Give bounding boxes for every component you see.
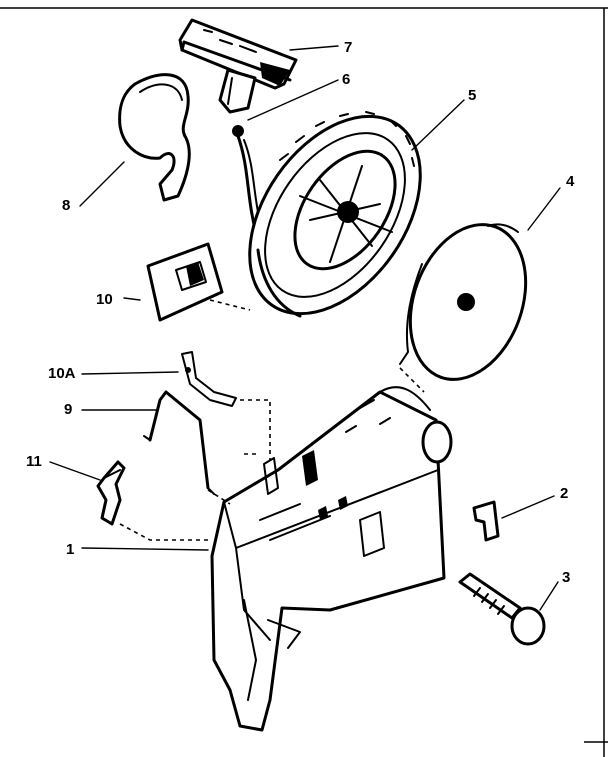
label-part-9: 9 bbox=[64, 401, 72, 418]
part-1-housing bbox=[210, 386, 453, 732]
part-4-recoil-spring bbox=[399, 223, 528, 381]
part-11-clamp bbox=[96, 460, 126, 526]
label-part-1: 1 bbox=[66, 541, 74, 558]
part-9-spring-wire bbox=[143, 390, 215, 495]
part-8-spring-cover bbox=[118, 73, 191, 202]
label-part-11: 11 bbox=[26, 453, 42, 470]
label-part-10: 10 bbox=[96, 291, 113, 308]
label-part-6: 6 bbox=[342, 71, 350, 88]
part-10-plate bbox=[146, 242, 224, 322]
label-part-7: 7 bbox=[344, 39, 352, 56]
part-7-starter-handle bbox=[178, 18, 298, 114]
label-part-2: 2 bbox=[560, 485, 568, 502]
part-3-bolt bbox=[458, 572, 546, 646]
callout-labels: 7 6 5 4 8 10 10A 9 11 1 2 3 bbox=[26, 39, 575, 586]
leader-lines bbox=[49, 45, 561, 611]
part-2-retainer bbox=[472, 500, 500, 542]
assembly-dashed-lines bbox=[119, 299, 425, 541]
part-5-rope-pulley bbox=[248, 111, 422, 318]
label-part-5: 5 bbox=[468, 87, 476, 104]
label-part-8: 8 bbox=[62, 197, 70, 214]
label-part-4: 4 bbox=[566, 173, 575, 190]
label-part-10A: 10A bbox=[48, 365, 76, 382]
part-10A-clip bbox=[181, 351, 237, 407]
label-part-3: 3 bbox=[562, 569, 570, 586]
